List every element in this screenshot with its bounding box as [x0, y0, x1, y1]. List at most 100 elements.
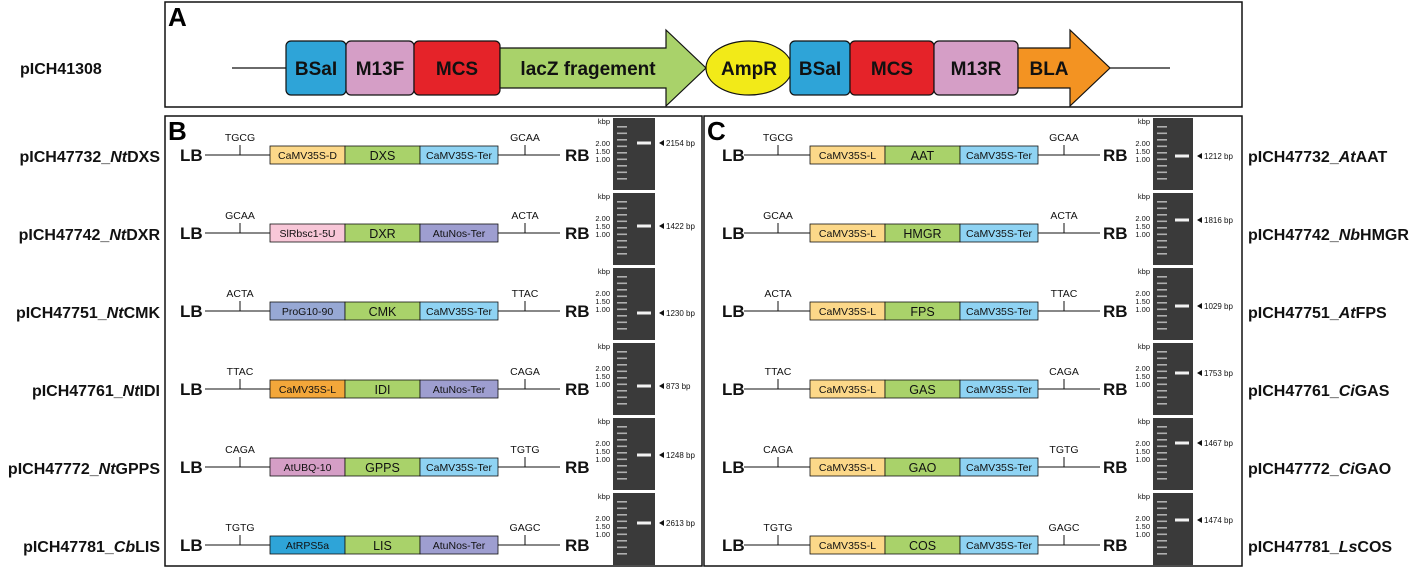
panel_b-row-3-rb: RB: [565, 302, 590, 321]
panel_c-row-1-ladder-band: [1157, 165, 1167, 167]
panel_c-row-4-sample-band: [1175, 371, 1189, 375]
panel_b-row-5-ladder-2: 1.50: [595, 447, 610, 456]
panel_b-row-6-ladder-2: 1.50: [595, 522, 610, 531]
panel_c-row-1-ladder-band: [1157, 178, 1167, 180]
panel_b-row-3-ladder-1: 2.00: [595, 289, 610, 298]
panel_c-row-3-ladder-1: 2.00: [1135, 289, 1150, 298]
panel_b-row-5-rb: RB: [565, 458, 590, 477]
panel_b-row-5-promoter-label: AtUBQ-10: [284, 462, 332, 474]
panel_b-row-2-ladder-band: [617, 214, 627, 216]
panel_b-row-6-sample-band: [637, 521, 651, 525]
panel_b-row-2-lb: LB: [180, 224, 203, 243]
plasmid-name-prefix: pICH47751_: [1248, 305, 1340, 322]
panel_c-row-6-ladder-band: [1157, 553, 1167, 555]
panel_b-row-3-gel-unit: kbp: [598, 267, 610, 276]
panel_b-row-5-site-left: CAGA: [225, 444, 255, 456]
panel_c-row-5-ladder-band: [1157, 439, 1167, 441]
panel_b-row-1-ladder-band: [617, 126, 627, 128]
panel_b-row-2-ladder-1: 2.00: [595, 214, 610, 223]
plasmid-name-gene: GPPS: [116, 461, 161, 478]
panel_c-row-2-ladder-band: [1157, 214, 1167, 216]
panel_c-row-6-ladder-band: [1157, 501, 1167, 503]
plasmid-name-species: Nt: [123, 383, 141, 400]
panel_c-row-3-rb: RB: [1103, 302, 1128, 321]
panel_c-row-3-terminator-label: CaMV35S-Ter: [966, 306, 1032, 318]
panel_c-row-1-promoter-label: CaMV35S-L: [819, 150, 876, 162]
panel_b-row-5-site-right: TGTG: [510, 444, 539, 456]
plasmid-name-prefix: pICH47781_: [1248, 539, 1340, 556]
panel_c-row-4-ladder-band: [1157, 357, 1167, 360]
panel_c-row-1-site-right: GCAA: [1049, 132, 1079, 144]
panel-a-element-bsai-label: BSaI: [799, 59, 841, 80]
panel_c-row-4-ladder-1: 2.00: [1135, 364, 1150, 373]
panel_b-row-4-ladder-band: [617, 396, 627, 399]
panel_c-row-3-gel-unit: kbp: [1138, 267, 1150, 276]
panel_c-row-2-ladder-band: [1157, 220, 1167, 223]
plasmid-name-prefix: pICH47772_: [1248, 461, 1340, 478]
plasmid-name-gene: GAS: [1355, 383, 1390, 400]
panel_b-row-2-promoter-label: SlRbsc1-5U: [279, 228, 335, 240]
panel_b-row-5-gene-label: GPPS: [365, 461, 400, 475]
panel_b-row-5-ladder-band: [617, 426, 627, 428]
panel_c-row-3-ladder-band: [1157, 295, 1167, 298]
panel-c-frame: [703, 115, 1243, 567]
panel_b-row-5-ladder-band: [617, 432, 627, 435]
panel_c-row-2-ladder-1: 2.00: [1135, 214, 1150, 223]
panel_c-row-2-ladder-band: [1157, 246, 1167, 249]
panel_c-row-6-gene-label: COS: [909, 539, 936, 553]
panel_b-row-3-ladder-band: [617, 282, 627, 285]
panel_b-row-5-ladder-band: [617, 445, 627, 448]
plasmid-name-prefix: pICH47742_: [19, 227, 111, 244]
panel-a-element-bsai-label: BSaI: [295, 59, 337, 80]
panel_b-row-4-ladder-band: [617, 370, 627, 373]
panel_c-row-5-rb: RB: [1103, 458, 1128, 477]
panel_b-row-5-terminator-box: [419, 457, 499, 477]
plasmid-name-prefix: pICH47781_: [23, 539, 115, 556]
panel_c-row-1-lb: LB: [722, 146, 745, 165]
panel_c-row-3-ladder-3: 1.00: [1135, 305, 1150, 314]
panel_c-row-2-ladder-band: [1157, 207, 1167, 210]
panel_b-row-6-band-size: 2613 bp: [666, 519, 695, 528]
panel_c-row-2-terminator-box: [959, 223, 1039, 243]
panel_c-row-1-gene-label: AAT: [911, 149, 935, 163]
panel-a-element-mcs-label: MCS: [871, 59, 913, 80]
panel_b-row-5-ladder-band: [617, 465, 627, 467]
panel_c-row-1-site-left: TGCG: [763, 132, 793, 144]
panel_c-row-5-plasmid-name: pICH47772_CiGAO: [1248, 461, 1391, 478]
panel_b-row-6-promoter-label: AtRPS5a: [286, 540, 329, 552]
panel_b-row-2-sample-band: [637, 224, 651, 228]
panel_c-row-2-plasmid-name: pICH47742_NbHMGR: [1248, 227, 1409, 244]
panel_c-row-1-rb: RB: [1103, 146, 1128, 165]
panel_c-row-3-ladder-band: [1157, 302, 1167, 304]
panel_b-row-4-terminator-label: AtuNos-Ter: [433, 384, 486, 396]
panel_b-row-1-site-left: TGCG: [225, 132, 255, 144]
panel_b-row-5-gel-unit: kbp: [598, 417, 610, 426]
panel_b-row-3-ladder-band: [617, 321, 627, 324]
plasmid-name-gene: COS: [1357, 539, 1392, 556]
panel_c-row-6-terminator-box: [959, 535, 1039, 555]
panel_c-row-5-site-left: CAGA: [763, 444, 793, 456]
panel_c-row-1-ladder-band: [1157, 145, 1167, 148]
panel_c-row-6-site-left: TGTG: [763, 522, 792, 534]
panel_b-row-5-ladder-band: [617, 452, 627, 454]
panel_c-row-2-lb: LB: [722, 224, 745, 243]
panel_c-row-4-terminator-box: [959, 379, 1039, 399]
panel_c-row-3-ladder-band: [1157, 315, 1167, 317]
panel_b-row-1-ladder-band: [617, 165, 627, 167]
panel_b-row-5-sample-band: [637, 453, 651, 457]
panel_c-row-2-promoter-label: CaMV35S-L: [819, 228, 876, 240]
panel_b-row-1-ladder-1: 2.00: [595, 139, 610, 148]
panel_b-row-6-ladder-band: [617, 514, 627, 516]
panel_b-row-2-gel-unit: kbp: [598, 192, 610, 201]
panel_b-row-1-ladder-band: [617, 132, 627, 135]
panel_c-row-6-band-arrow: [1197, 517, 1202, 523]
panel_c-row-4-ladder-band: [1157, 364, 1167, 366]
panel_c-row-5-ladder-3: 1.00: [1135, 455, 1150, 464]
panel_c-row-1-gel-unit: kbp: [1138, 117, 1150, 126]
panel_b-row-1-ladder-band: [617, 152, 627, 154]
panel_b-row-1-band-arrow: [659, 140, 664, 146]
panel_c-row-1-ladder-3: 1.00: [1135, 155, 1150, 164]
panel_b-row-6-ladder-band: [617, 527, 627, 529]
